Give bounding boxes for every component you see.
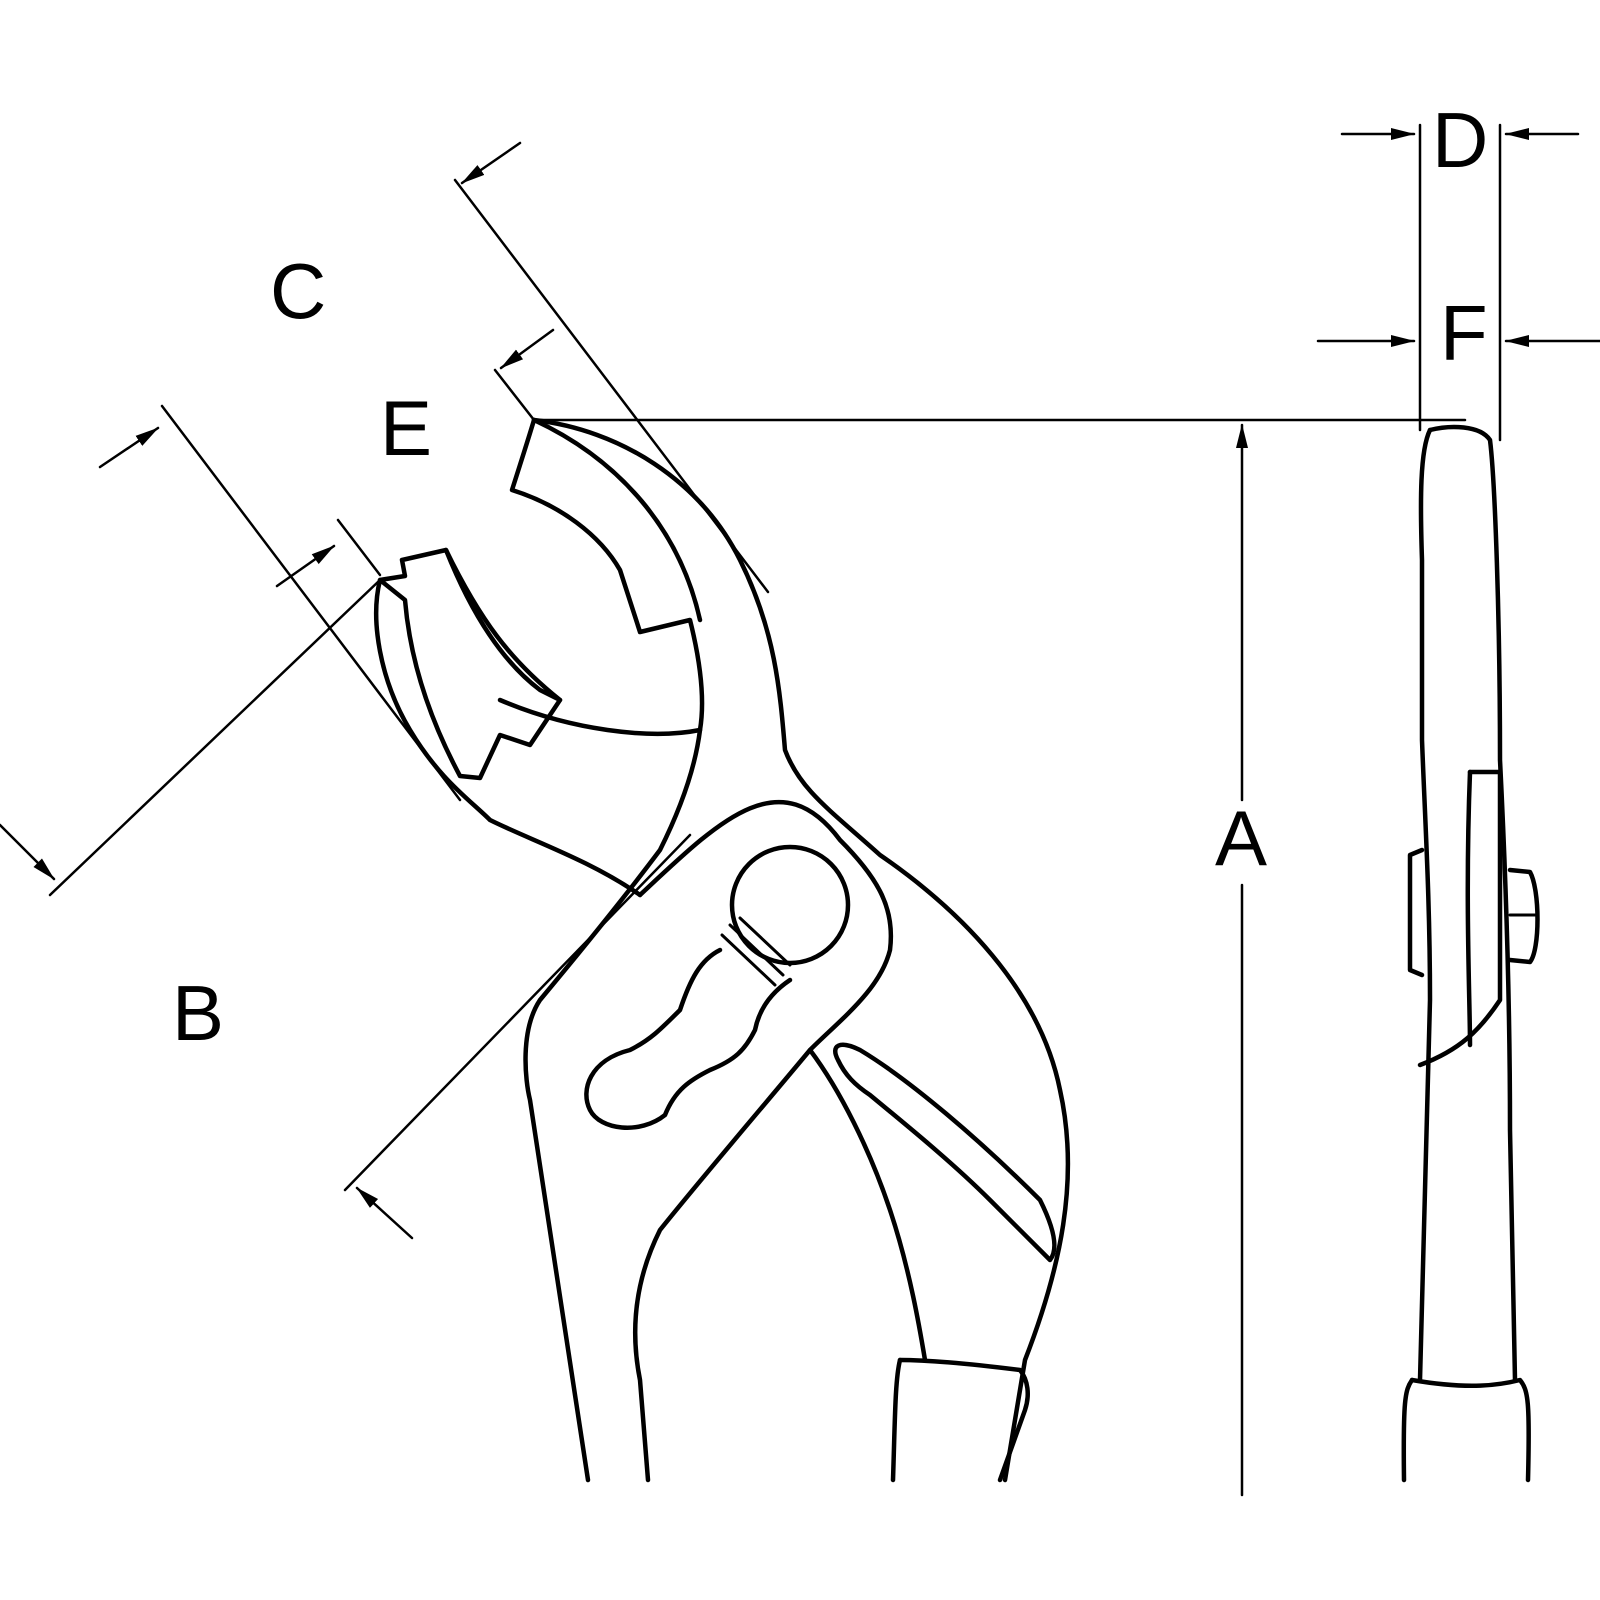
dimension-arrow-b-lower xyxy=(355,1186,414,1240)
extension-line-b-inner xyxy=(336,518,382,577)
dimension-arrow-b-inner xyxy=(275,544,336,588)
label-b: B xyxy=(172,969,224,1057)
label-d: D xyxy=(1432,96,1488,184)
label-a: A xyxy=(1215,794,1267,882)
dimension-lines xyxy=(0,123,1600,1497)
extension-line-e xyxy=(493,368,536,422)
dimension-arrow-e xyxy=(499,328,555,370)
dimension-line-b-lower xyxy=(343,833,692,1192)
pliers-side-view xyxy=(1401,424,1540,1483)
pliers-front-view xyxy=(374,417,1071,1483)
label-c: C xyxy=(270,247,326,335)
label-e: E xyxy=(380,384,432,472)
dimension-arrow-b-top xyxy=(98,426,160,469)
extension-line-c-outer xyxy=(453,178,770,594)
extension-line-b-outer xyxy=(160,404,462,802)
dimension-labels: A B C D E F xyxy=(172,96,1488,1057)
dimension-line-b xyxy=(48,578,382,897)
dimension-arrow-b-left xyxy=(0,823,56,881)
dimension-arrow-c xyxy=(460,141,522,185)
label-f: F xyxy=(1440,289,1488,377)
